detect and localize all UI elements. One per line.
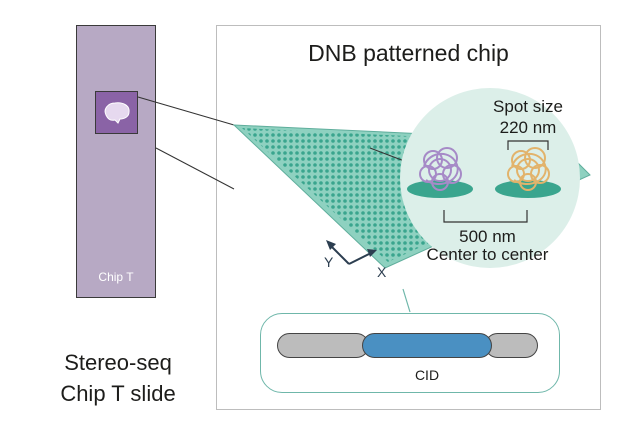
panel-title: DNB patterned chip xyxy=(308,40,509,66)
slide-title-line1: Stereo-seq xyxy=(64,350,172,375)
chip-t-square xyxy=(95,91,138,134)
axis-y-label: Y xyxy=(324,254,334,270)
connector-line-bottom xyxy=(155,147,235,190)
pitch-label-line1: 500 nm xyxy=(459,227,516,246)
spot-size-label-line2: 220 nm xyxy=(499,118,557,137)
cid-label: CID xyxy=(414,367,440,383)
dnb-purple xyxy=(419,147,462,191)
chip-t-slide xyxy=(76,25,156,298)
magnifier-circle xyxy=(400,88,580,268)
cid-segment xyxy=(362,333,492,358)
pitch-bracket xyxy=(443,210,528,223)
spot-size-label-line1: Spot size xyxy=(493,97,563,116)
slide-title: Stereo-seq Chip T slide xyxy=(38,347,198,409)
dnb-orange xyxy=(507,147,550,191)
tissue-section-icon xyxy=(104,102,130,124)
cid-left-segment xyxy=(277,333,369,358)
slide-title-line2: Chip T slide xyxy=(60,381,176,406)
xy-axes xyxy=(326,240,377,265)
slide-chip-label: Chip T xyxy=(98,270,134,284)
pitch-label-line2: Center to center xyxy=(426,245,549,264)
cid-pointer xyxy=(402,288,411,313)
axis-x-label: X xyxy=(377,264,387,280)
cid-right-segment xyxy=(485,333,538,358)
connector-line-top xyxy=(137,96,235,126)
spot-size-bracket xyxy=(507,140,549,150)
